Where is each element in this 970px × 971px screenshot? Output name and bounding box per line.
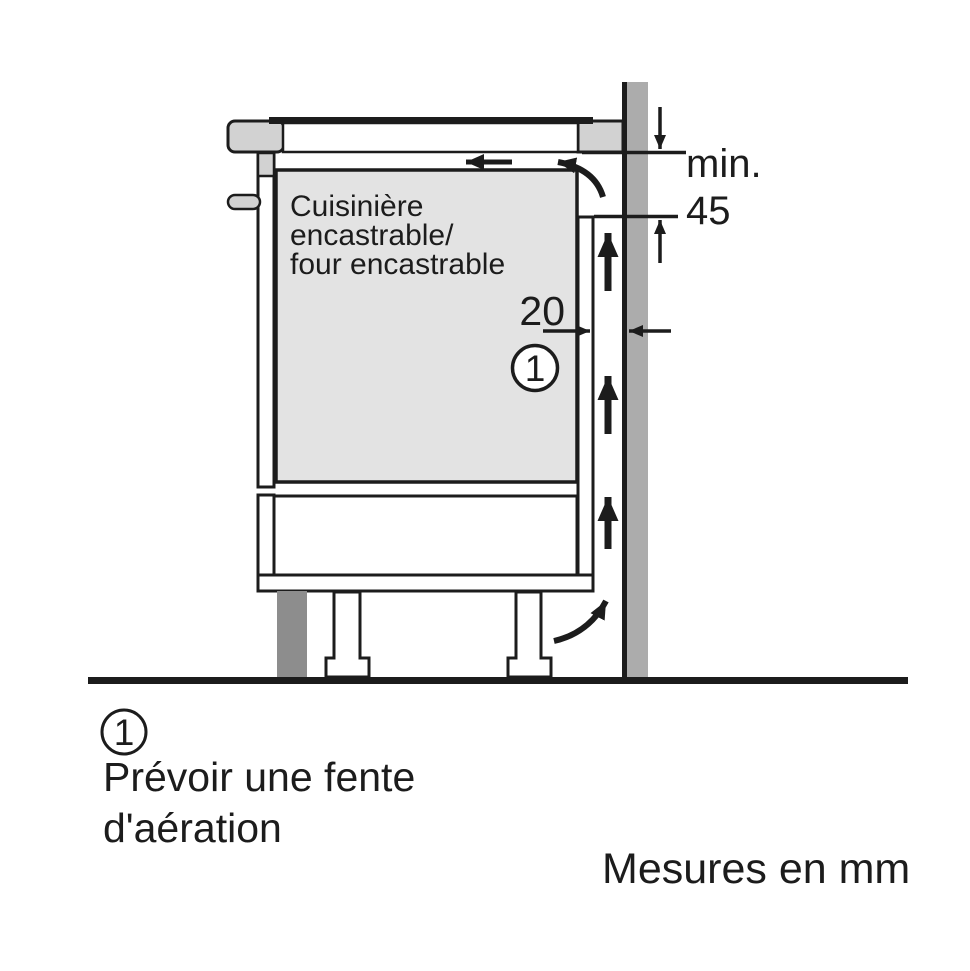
dim-45-value: 45 — [686, 189, 731, 233]
wall — [627, 82, 648, 678]
hob-body — [281, 121, 580, 154]
worktop-left-section — [226, 119, 286, 154]
leg-rear — [506, 590, 553, 679]
legend-note-line1: Prévoir une fente — [103, 754, 415, 800]
rear-vent-panel — [576, 215, 595, 577]
drawer-compartment — [272, 494, 579, 577]
appliance-label-line1: Cuisinière — [290, 190, 423, 223]
plinth-panel — [277, 591, 307, 677]
vent-marker-circle — [510, 343, 560, 393]
legend-marker-circle — [100, 708, 148, 756]
leg-front — [324, 590, 371, 679]
base-shelf — [256, 573, 595, 593]
appliance-label-line2: encastrable/ — [290, 219, 454, 252]
dim-min-label: min. — [686, 142, 762, 186]
dim-20-value: 20 — [519, 288, 565, 334]
worktop-right-section — [576, 119, 625, 154]
airflow-arrow-curve-top — [557, 157, 606, 198]
floor-line — [88, 677, 908, 684]
wall-edge-line — [622, 82, 627, 678]
side-panel-cap — [256, 151, 276, 178]
appliance-label-line3: four encastrable — [290, 248, 505, 281]
legend-marker-number: 1 — [114, 712, 135, 753]
legend-note-line2: d'aération — [103, 805, 282, 851]
control-knob — [226, 193, 262, 211]
vent-marker-number: 1 — [525, 348, 546, 389]
oven-cabinet — [274, 168, 579, 484]
airflow-arrow-curve-bottom — [553, 599, 609, 644]
units-note: Mesures en mm — [602, 845, 910, 893]
hob-glass-top — [269, 117, 593, 124]
